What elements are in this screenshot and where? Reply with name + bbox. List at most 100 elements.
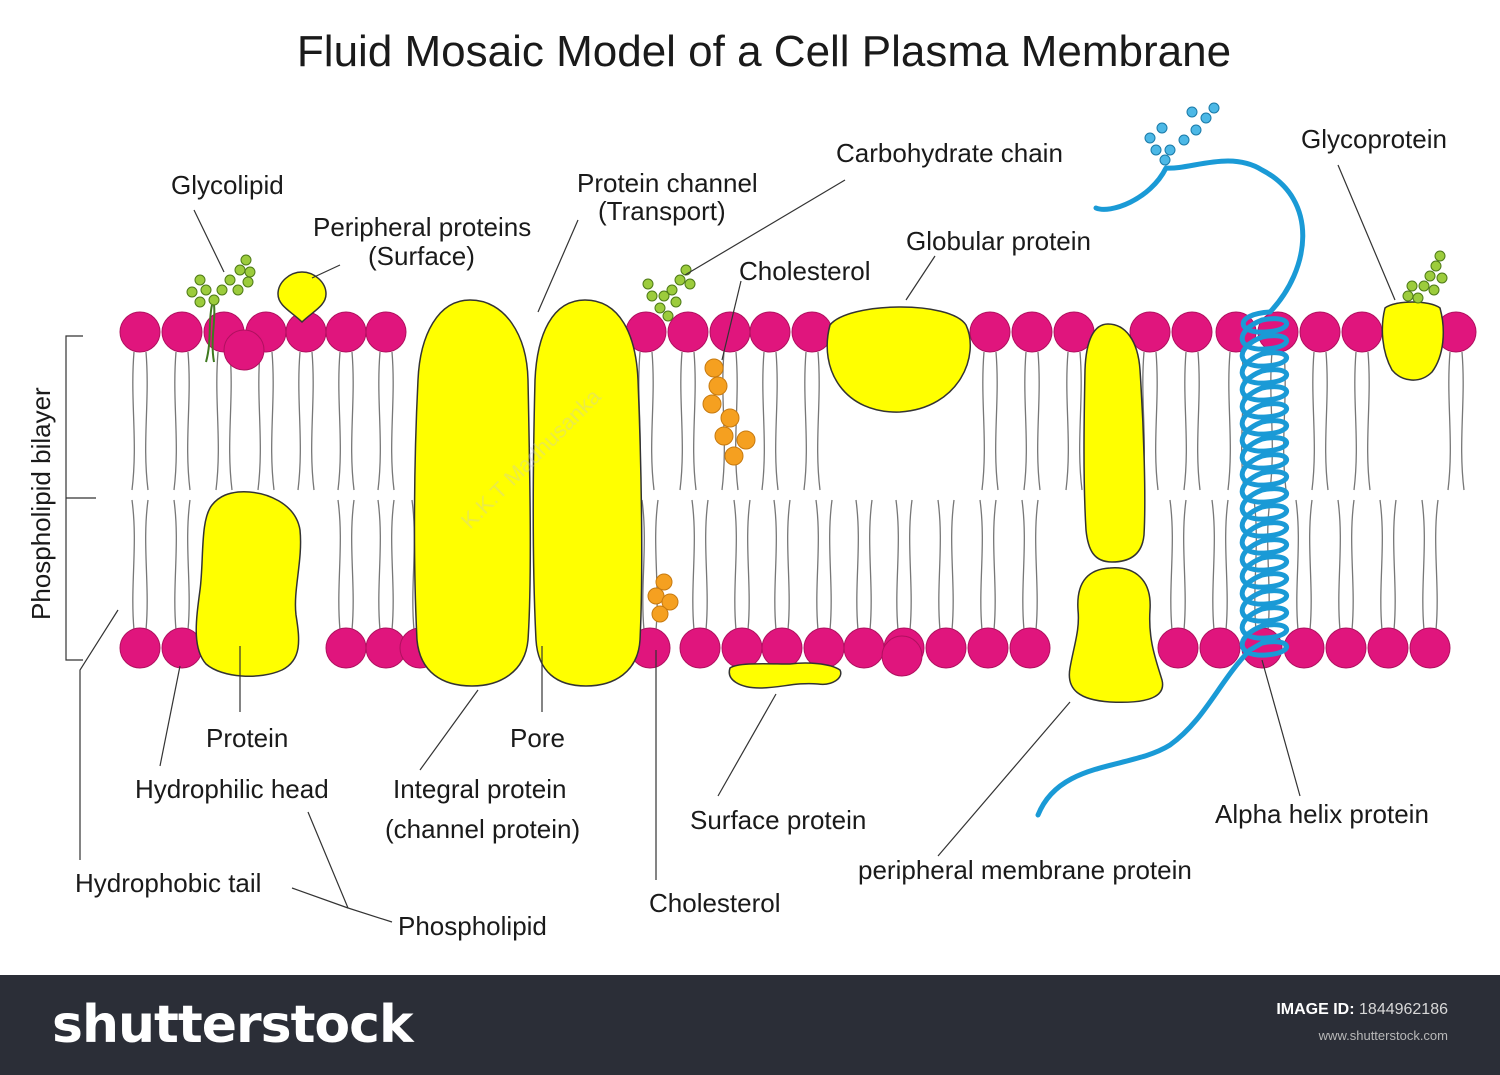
helix-top-sugar <box>1144 102 1220 166</box>
lipid-tail <box>1169 499 1173 631</box>
label-glycolipid: Glycolipid <box>171 170 284 200</box>
phospholipid-head <box>1129 311 1171 353</box>
lipid-tail <box>1379 499 1383 631</box>
phospholipid-head <box>1409 627 1451 669</box>
lipid-tail <box>679 351 683 491</box>
lipid-tail <box>297 351 301 491</box>
lipid-tail <box>1253 499 1257 631</box>
phospholipid-head <box>1199 627 1241 669</box>
label-peripheral-membrane-protein: peripheral membrane protein <box>858 855 1192 885</box>
proteins <box>195 271 1445 704</box>
protein-lower-left <box>195 491 302 677</box>
label-protein: Protein <box>206 723 288 753</box>
phospholipid-head <box>1011 311 1053 353</box>
lipid-tail <box>187 351 191 491</box>
lipid-tail <box>855 499 859 631</box>
phospholipid-head <box>1171 311 1213 353</box>
lipid-tail <box>747 499 751 631</box>
phospholipid-head <box>803 627 845 669</box>
lipid-tail <box>377 351 381 491</box>
cholesterol-bead <box>702 394 722 414</box>
lipid-tail <box>651 351 655 491</box>
cholesterol-bead <box>708 376 728 396</box>
cholesterol-bead <box>720 408 740 428</box>
lipid-tail <box>257 351 261 491</box>
phospholipid-head <box>1367 627 1409 669</box>
lipid-tail <box>761 351 765 491</box>
lipid-tail <box>1311 351 1315 491</box>
cholesterol-bead <box>724 446 744 466</box>
label-cholesterol-bottom: Cholesterol <box>649 888 781 918</box>
phospholipid-head <box>1299 311 1341 353</box>
integral-protein-right <box>532 299 643 687</box>
image-id-label: IMAGE ID: <box>1276 1001 1355 1018</box>
lipid-tail <box>775 351 779 491</box>
lipid-tail <box>1065 351 1069 491</box>
lipid-tail <box>131 351 135 491</box>
phospholipid-head <box>925 627 967 669</box>
phospholipid-head <box>161 311 203 353</box>
lipid-tail <box>817 351 821 491</box>
lipid-tail <box>337 499 341 631</box>
brand-logo: shutterstock <box>52 995 414 1055</box>
cholesterol-groups <box>647 358 756 623</box>
lipid-tail <box>787 499 791 631</box>
lipid-tail <box>1295 499 1299 631</box>
site-url: www.shutterstock.com <box>1318 1028 1448 1043</box>
lipid-tail <box>1367 351 1371 491</box>
lipid-tail <box>187 499 191 631</box>
phospholipid-head <box>761 627 803 669</box>
label-pore: Pore <box>510 723 565 753</box>
phospholipid-head <box>1009 627 1051 669</box>
lipid-tail <box>1447 351 1451 491</box>
label-alpha-helix-protein: Alpha helix protein <box>1215 799 1429 829</box>
cholesterol-bead <box>704 358 724 378</box>
lipid-tail <box>705 499 709 631</box>
cholesterol-bead <box>714 426 734 446</box>
glycoprotein-sugar <box>1402 250 1448 304</box>
lipid-tail <box>1337 499 1341 631</box>
phospholipid-head <box>881 635 923 677</box>
integral-protein-left <box>413 299 532 687</box>
lipid-tail <box>131 499 135 631</box>
lipid-tail <box>829 499 833 631</box>
lipid-tail <box>641 499 645 631</box>
glycolipid-sugar <box>186 254 256 363</box>
lipid-tail <box>1023 351 1027 491</box>
lipid-tail <box>1079 351 1083 491</box>
lipid-tail <box>995 351 999 491</box>
lipid-tail <box>1183 351 1187 491</box>
lipid-tail <box>1351 499 1355 631</box>
lipid-tail <box>1461 351 1465 491</box>
lipid-tail <box>351 351 355 491</box>
label-integral-protein-sub: (channel protein) <box>385 814 580 844</box>
phospholipid-head <box>749 311 791 353</box>
lipid-tail <box>773 499 777 631</box>
lipid-tail <box>937 499 941 631</box>
peripheral-protein-top <box>277 271 327 324</box>
cholesterol-bead <box>661 593 679 611</box>
lipid-tail <box>895 499 899 631</box>
phospholipid-head <box>1341 311 1383 353</box>
diagram-title: Fluid Mosaic Model of a Cell Plasma Memb… <box>297 27 1231 76</box>
label-surface-protein: Surface protein <box>690 805 866 835</box>
lipid-tail <box>1227 351 1231 491</box>
carbohydrate-chains <box>186 102 1448 363</box>
lipid-tail <box>311 351 315 491</box>
lipid-tail <box>145 351 149 491</box>
label-hydrophilic-head: Hydrophilic head <box>135 774 329 804</box>
glycoprotein-body <box>1381 301 1445 381</box>
lipid-tail <box>1393 499 1397 631</box>
lipid-tail <box>1309 499 1313 631</box>
lipid-tail <box>215 351 219 491</box>
cholesterol-bead <box>736 430 756 450</box>
phospholipid-head <box>325 627 367 669</box>
membrane-diagram: Fluid Mosaic Model of a Cell Plasma Memb… <box>26 27 1477 941</box>
label-phospholipid: Phospholipid <box>398 911 547 941</box>
labels: Glycolipid Peripheral proteins (Surface)… <box>26 124 1447 941</box>
phospholipid-head <box>791 311 833 353</box>
phospholipid-head <box>325 311 367 353</box>
lipid-tail <box>1325 351 1329 491</box>
lipid-tail <box>145 499 149 631</box>
phospholipid-head <box>365 311 407 353</box>
